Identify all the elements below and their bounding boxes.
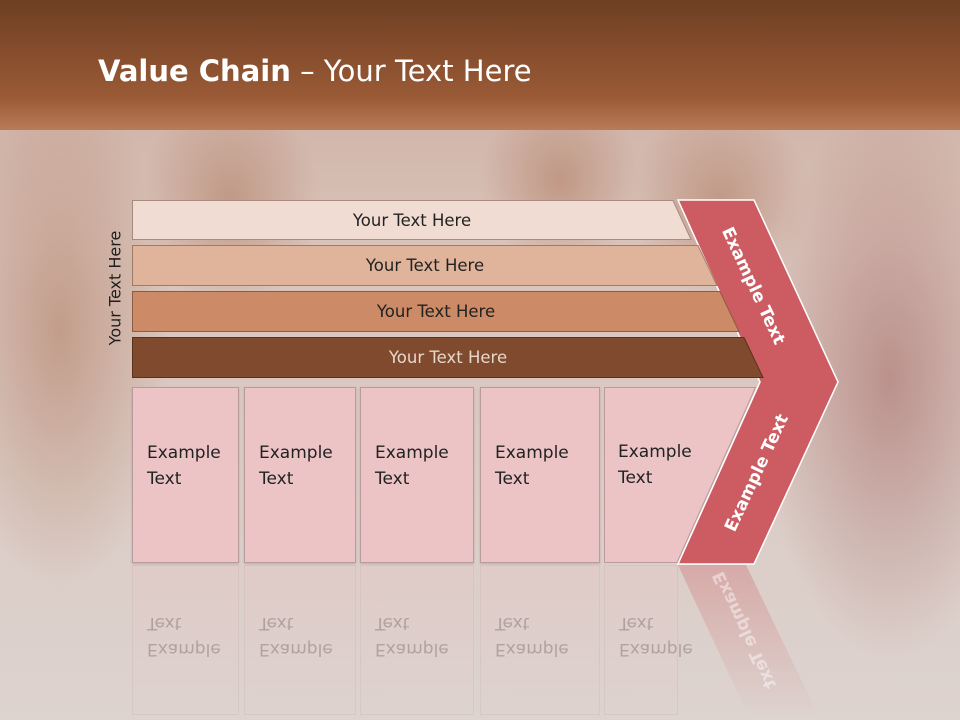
bar-3-label: Your Text Here bbox=[376, 301, 496, 321]
reflection-box-2: Example Text bbox=[244, 565, 356, 715]
reflection-4-line1: Example bbox=[495, 639, 569, 659]
reflection-4-line2: Text bbox=[495, 613, 530, 633]
box-4-line1: Example bbox=[495, 443, 569, 463]
box-2-line1: Example bbox=[259, 443, 333, 463]
box-3-line1: Example bbox=[375, 443, 449, 463]
reflection-2-line2: Text bbox=[259, 613, 294, 633]
bar-1[interactable]: Your Text Here bbox=[132, 200, 692, 240]
box-5-shape bbox=[604, 387, 756, 563]
example-box-2[interactable]: Example Text bbox=[244, 387, 356, 563]
bar-4[interactable]: Your Text Here bbox=[132, 337, 764, 378]
title-bold: Value Chain bbox=[98, 54, 291, 88]
reflection-5-line2: Text bbox=[619, 613, 654, 633]
chevron-arrow[interactable] bbox=[670, 195, 845, 570]
reflection-2-line1: Example bbox=[259, 639, 333, 659]
side-label-text: Your Text Here bbox=[105, 230, 125, 346]
title-rest: – Your Text Here bbox=[290, 54, 532, 88]
box-4-line2: Text bbox=[495, 469, 530, 489]
example-box-1[interactable]: Example Text bbox=[132, 387, 239, 563]
reflection-chevron bbox=[678, 565, 818, 715]
reflection-box-5: Example Text bbox=[604, 565, 693, 715]
reflection-3-line2: Text bbox=[375, 613, 410, 633]
box-1-line1: Example bbox=[147, 443, 221, 463]
reflection-3-line1: Example bbox=[375, 639, 449, 659]
bar-1-shape bbox=[132, 200, 692, 240]
bar-2[interactable]: Your Text Here bbox=[132, 245, 718, 286]
reflection-5-line1: Example bbox=[619, 639, 693, 659]
bar-1-label: Your Text Here bbox=[352, 210, 472, 230]
reflection-1-line2: Text bbox=[147, 613, 182, 633]
bar-2-shape bbox=[132, 245, 718, 286]
example-box-5[interactable]: Example Text bbox=[604, 387, 756, 563]
page-title: Value Chain – Your Text Here bbox=[98, 54, 532, 88]
example-box-4[interactable]: Example Text bbox=[480, 387, 600, 563]
box-5-line2: Text bbox=[618, 468, 653, 488]
bar-3-shape bbox=[132, 291, 740, 332]
example-box-3[interactable]: Example Text bbox=[360, 387, 474, 563]
bar-2-label: Your Text Here bbox=[365, 255, 485, 275]
reflection-box-1: Example Text bbox=[132, 565, 239, 715]
reflection-box-3: Example Text bbox=[360, 565, 474, 715]
bar-3[interactable]: Your Text Here bbox=[132, 291, 740, 332]
box-2-line2: Text bbox=[259, 469, 294, 489]
box-3-line2: Text bbox=[375, 469, 410, 489]
bar-4-shape bbox=[132, 337, 764, 378]
box-1-line2: Text bbox=[147, 469, 182, 489]
reflection-1-line1: Example bbox=[147, 639, 221, 659]
reflection-box-4: Example Text bbox=[480, 565, 600, 715]
bar-4-label: Your Text Here bbox=[388, 347, 508, 367]
box-5-line1: Example bbox=[618, 442, 692, 462]
